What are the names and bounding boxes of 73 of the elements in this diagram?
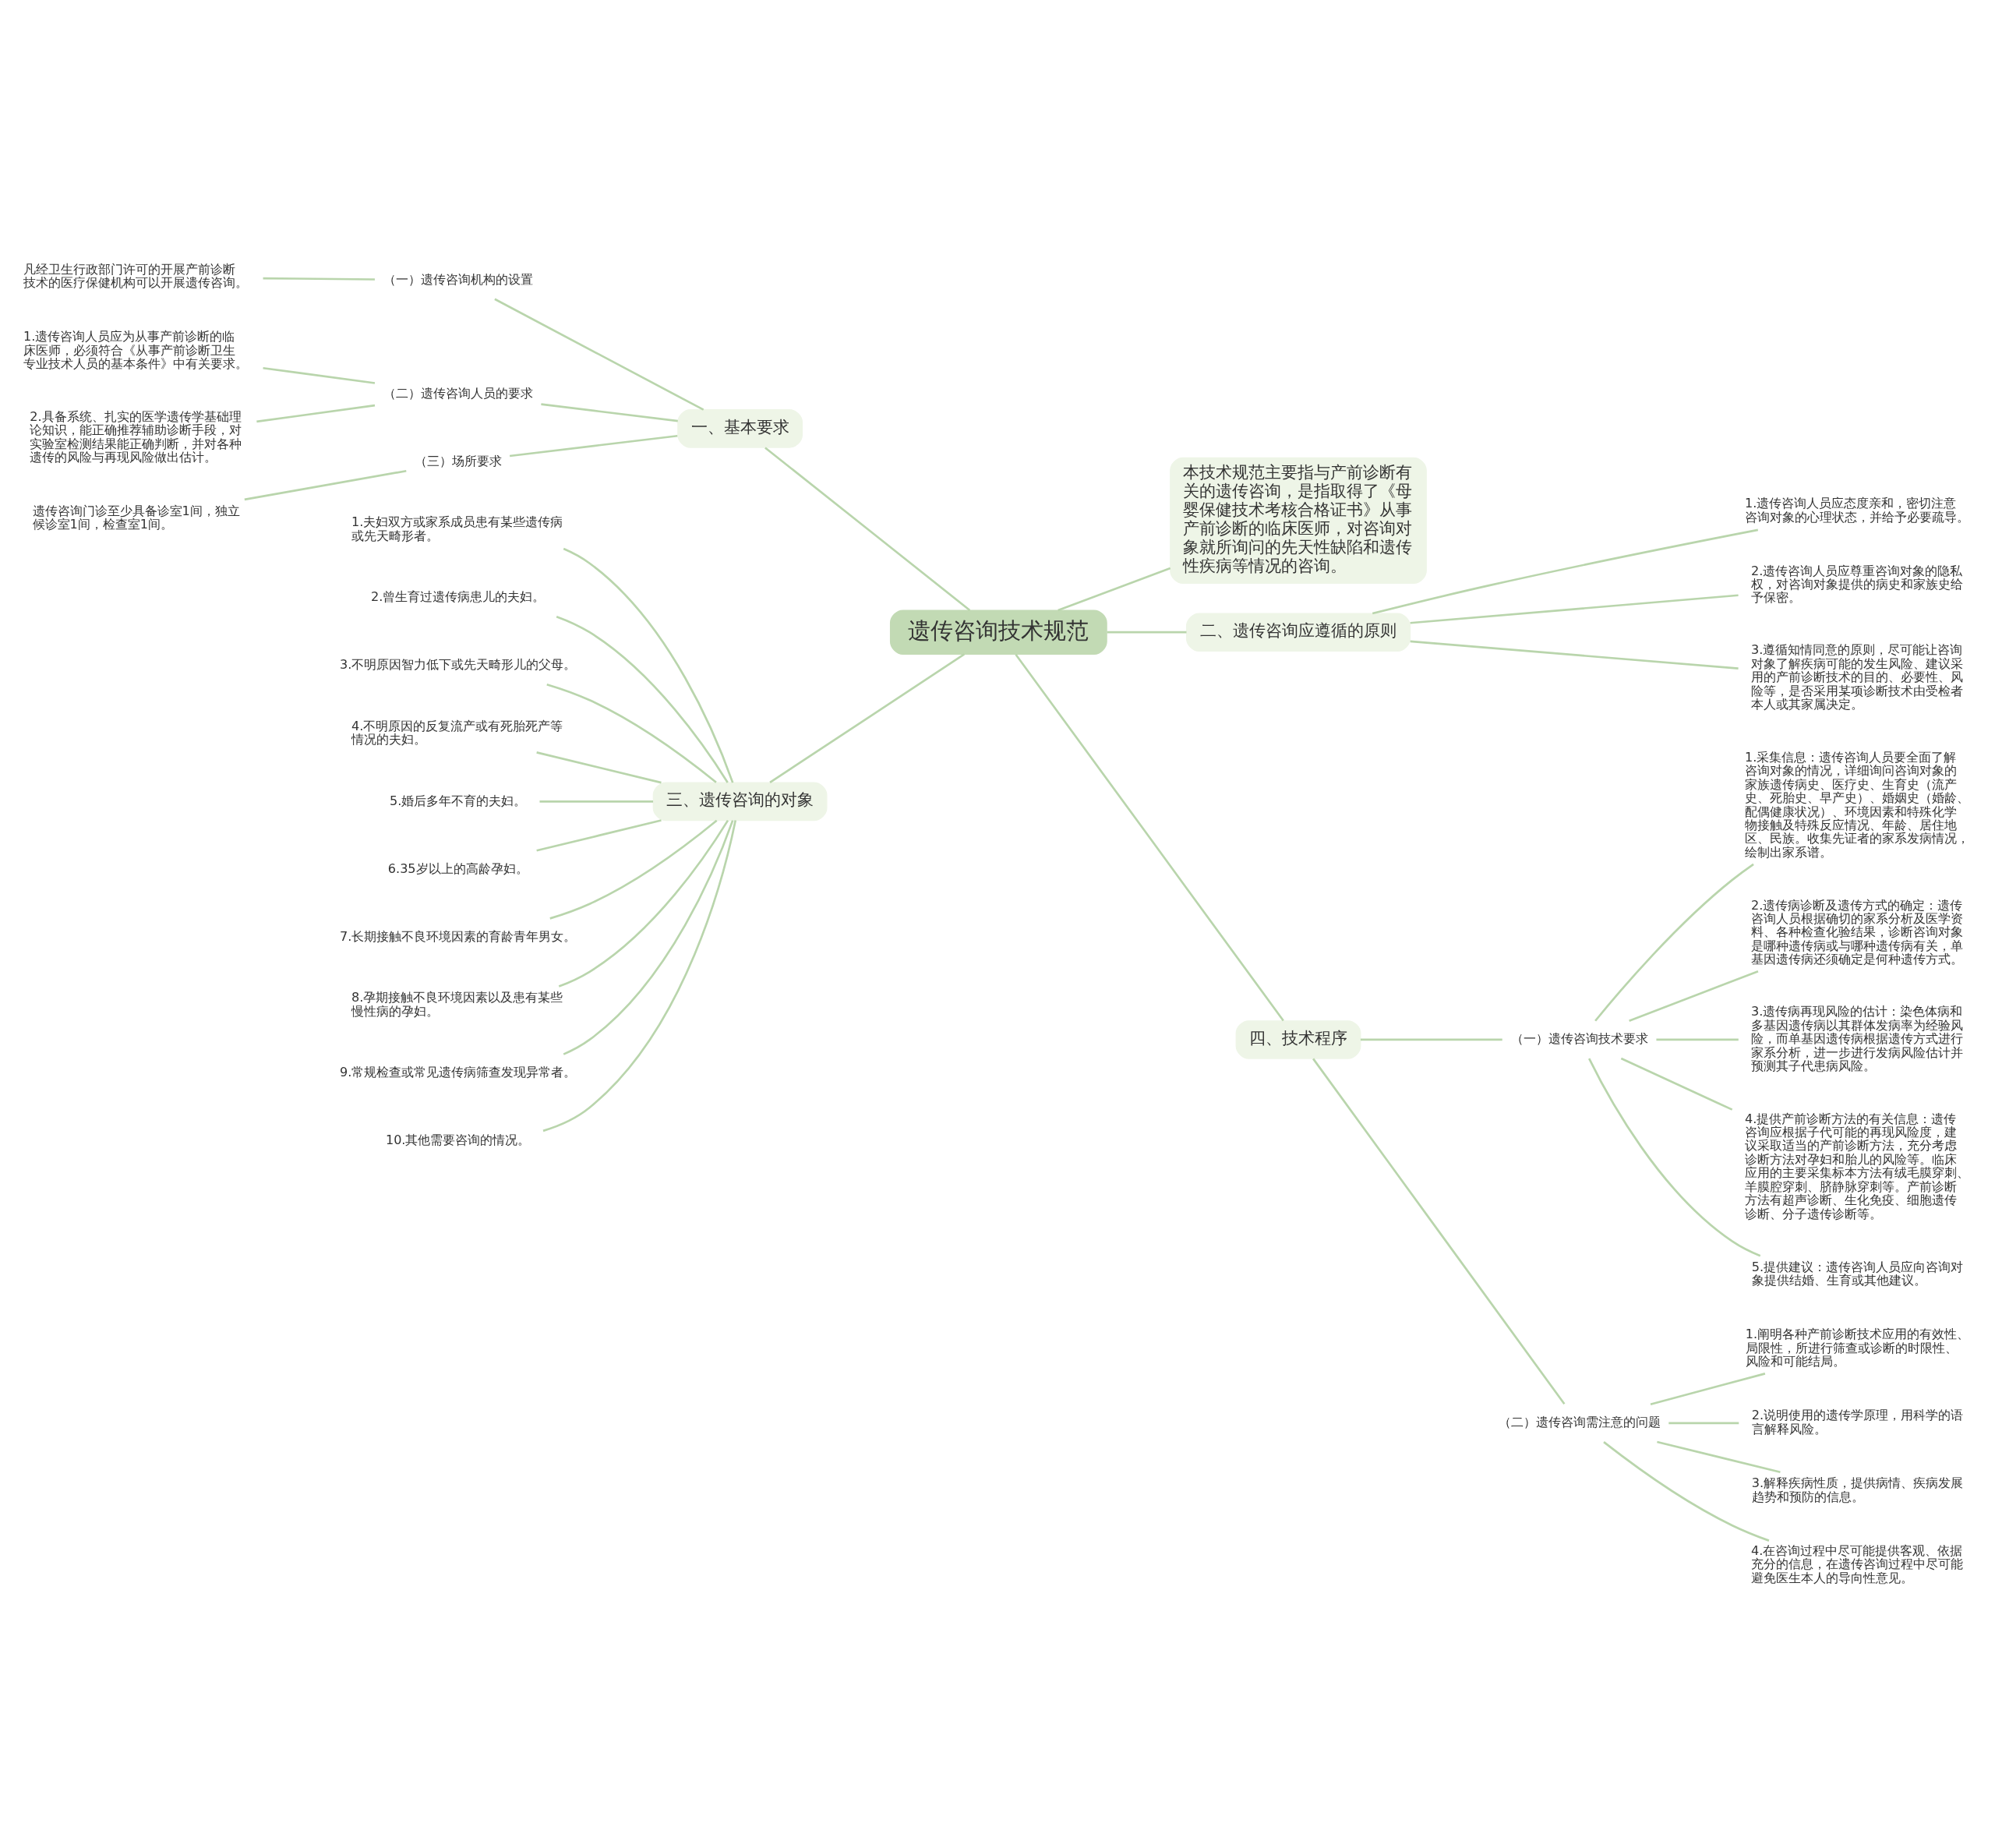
connector [539,800,654,803]
connector [1312,1058,1566,1405]
node-text: （二）遗传咨询需注意的问题 [1498,1415,1661,1430]
connector [556,615,729,783]
connector [1410,594,1739,624]
node-text: 4.不明原因的反复流产或有死胎死产等情况的夫妇。 [351,718,563,747]
connector [769,653,966,783]
node-text: 3.解释疾病性质，提供病情、疾病发展趋势和预防的信息。 [1751,1475,1964,1504]
connector [1668,1422,1739,1425]
node-text: 2.遗传病诊断及遗传方式的确定：遗传咨询人员根据确切的家系分析及医学资料、各种检查化验结果，诊断咨询对象是哪种遗传病或与哪种遗传病有关，单基因遗传病还须确定是何种遗传方式。 [1751,897,1964,967]
node-text: 8.孕期接触不良环境因素以及患有某些慢性病的孕妇。 [351,990,563,1019]
node-text: 5.提供建议：遗传咨询人员应向咨询对象提供结婚、生育或其他建议。 [1751,1259,1964,1288]
connector [536,819,662,852]
node-text: （二）遗传咨询人员的要求 [383,385,533,401]
node-text: 4.提供产前诊断方法的有关信息：遗传咨询应根据子代可能的再现风险度，建议采取适当的产前诊断方法，充分考虑诊断方法对孕妇和胎儿的风险等。临床应用的主要采集标本方法有绒毛膜穿刺、羊膜腔穿刺、脐静脉穿刺等。产前诊断方法有超声诊断、生化免疫、细胞遗传诊断、分子遗传诊断等。 [1745,1111,1970,1221]
node-text: 9.常规检查或常见遗传病筛查发现异常者。 [340,1064,577,1079]
connector [546,683,717,783]
node-text: 4.在咨询过程中尽可能提供客观、依据充分的信息，在遗传咨询过程中尽可能避免医生本人的导向性意见。 [1751,1542,1964,1585]
node-text: 遗传咨询门诊至少具备诊室1间，独立候诊室1间，检查室1间。 [32,503,240,532]
connector [1588,1058,1761,1257]
connector [494,298,704,411]
connector [1620,1057,1733,1111]
connector [558,819,729,988]
connector [256,404,376,423]
node-box: 一、基本要求 [677,409,803,448]
connector [509,434,678,458]
node-text: 凡经卫生行政部门许可的开展产前诊断技术的医疗保健机构可以开展遗传咨询。 [23,261,249,291]
connector [1410,640,1739,670]
connector [1107,631,1187,634]
connector [536,751,662,784]
connector [1594,863,1754,1022]
node-text: 3.遵循知情同意的原则，尽可能让咨询对象了解疾病可能的发生风险、建议采用的产前诊断技术的目的、必要性、风险等，是否采用某项诊断技术由受检者本人或其家属决定。 [1751,642,1964,712]
node-text: 5.婚后多年不育的夫妇。 [390,793,527,808]
connector [1058,567,1171,612]
node-box: 二、遗传咨询应遵循的原则 [1185,613,1411,652]
node-text: 6.35岁以上的高龄孕妇。 [387,860,528,876]
node-text: （一）遗传咨询技术要求 [1510,1031,1648,1047]
connector [1657,1440,1781,1474]
node-text: 7.长期接触不良环境因素的育龄青年男女。 [340,928,577,944]
node-text: 2.曾生育过遗传病患儿的夫妇。 [371,589,546,605]
connector [549,819,718,920]
node-text: 2.具备系统、扎实的医学遗传学基础理论知识，能正确推荐辅助诊断手段，对实验室检测结果能正确判断，并对各种遗传的风险与再现风险做出估计。 [30,408,242,465]
node-text: （三）场所要求 [414,453,502,468]
connector [1015,653,1284,1022]
node-text: （一）遗传咨询机构的设置 [383,271,533,287]
connector [764,447,971,611]
node-box: 三、遗传咨询的对象 [652,782,828,822]
connector [1372,528,1759,615]
node-text: 2.说明使用的遗传学原理，用科学的语言解释风险。 [1751,1408,1964,1436]
connector [1650,1373,1766,1405]
connector [563,547,734,783]
node-text: 1.遗传咨询人员应态度亲和，密切注意咨询对象的心理状态，并给予必要疏导。 [1745,496,1970,525]
node-text: 3.遗传病再现风险的估计：染色体病和多基因遗传病以其群体发病率为经验风险，而单基因遗传病根据遗传方式进行家系分析，进一步进行发病风险估计并预测其子代患病风险。 [1751,1004,1964,1073]
connector [1629,970,1759,1023]
node-text: 2.遗传咨询人员应尊重咨询对象的隐私权，对咨询对象提供的病史和家族史给予保密。 [1751,563,1964,606]
connector [542,820,737,1132]
node-text: 10.其他需要咨询的情况。 [385,1132,531,1148]
node-box: 四、技术程序 [1235,1020,1361,1059]
node-text: 1.阐明各种产前诊断技术应用的有效性、局限性，所进行筛查或诊断的时限性、风险和可能结局。 [1745,1327,1970,1369]
node-text: 3.不明原因智力低下或先天畸形儿的父母。 [340,657,577,673]
node-text: 1.采集信息：遗传咨询人员要全面了解咨询对象的情况，详细询问咨询对象的家族遗传病史、医疗史、生育史（流产史、死胎史、早产史）、婚姻史（婚龄、配偶健康状况）、环境因素和特殊化学物接触及特殊反应情况、年龄、居住地区、民族。收集先证者的家系发病情况，绘制出家系谱。 [1745,749,1970,860]
connector [541,403,678,422]
connector [1656,1038,1739,1041]
connector [563,820,734,1055]
node-text: 1.夫妇双方或家系成员患有某些遗传病或先天畸形者。 [351,514,563,543]
connector [263,277,375,281]
connector [1603,1441,1770,1542]
node-box: 本技术规范主要指与产前诊断有关的遗传咨询，是指取得了《母婴保健技术考核合格证书》从事产前诊断的临床医师，对咨询对象就所询问的先天性缺陷和遗传性疾病等情况的咨询。 [1170,457,1427,584]
node-box: 遗传咨询技术规范 [889,610,1107,655]
node-text: 1.遗传咨询人员应为从事产前诊断的临床医师，必须符合《从事产前诊断卫生专业技术人员的基本条件》中有关要求。 [23,329,249,372]
connector [244,469,407,501]
connector [1360,1038,1502,1041]
connector [263,366,376,384]
